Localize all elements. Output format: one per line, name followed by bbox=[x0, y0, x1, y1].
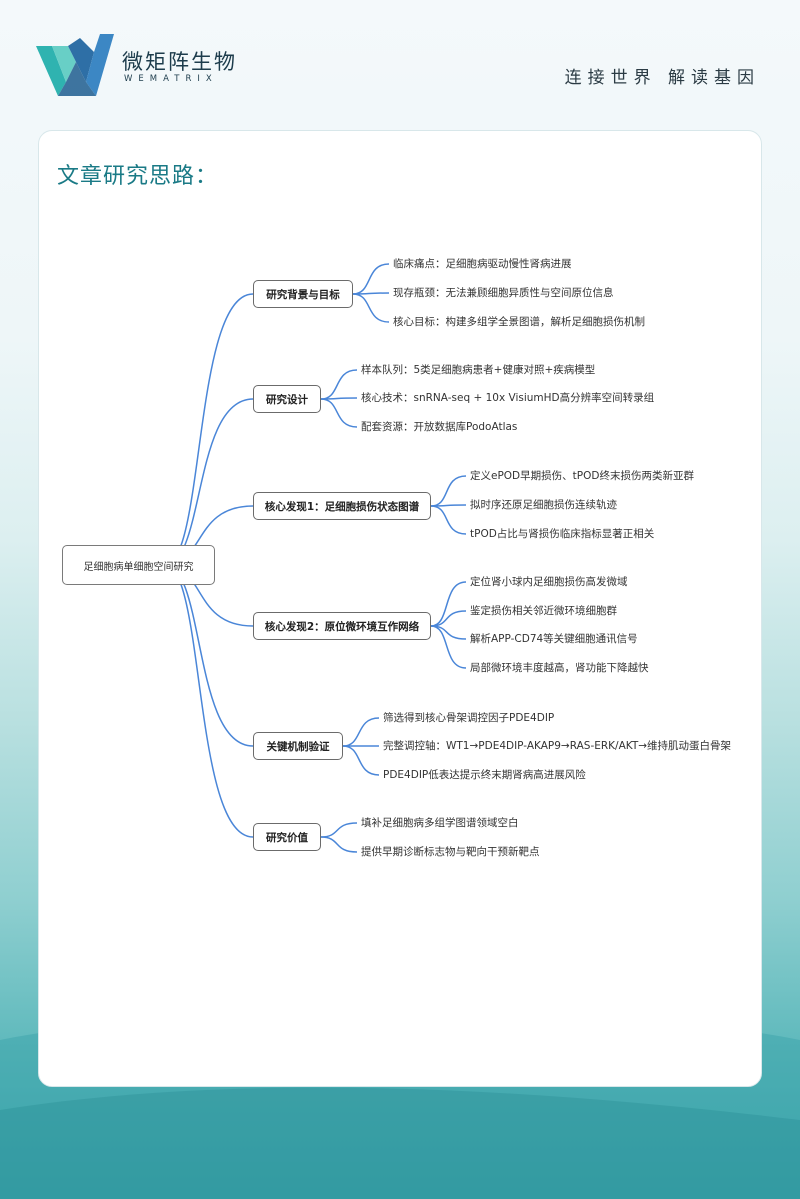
connector-line bbox=[430, 505, 467, 535]
branch-node: 研究设计 bbox=[253, 385, 321, 413]
branch-node: 研究价值 bbox=[253, 823, 321, 851]
leaf-item: 核心目标：构建多组学全景图谱，解析足细胞损伤机制 bbox=[393, 316, 645, 328]
leaf-item: 临床痛点：足细胞病驱动慢性肾病进展 bbox=[393, 258, 572, 270]
branch-node: 核心发现2：原位微环境互作网络 bbox=[253, 612, 431, 640]
leaf-item: tPOD占比与肾损伤临床指标显著正相关 bbox=[470, 528, 655, 540]
connector-line bbox=[430, 581, 467, 627]
branch-node: 关键机制验证 bbox=[253, 732, 343, 760]
connector-line bbox=[352, 263, 390, 295]
leaf-item: 核心技术：snRNA-seq + 10x VisiumHD高分辨率空间转录组 bbox=[361, 392, 655, 404]
leaf-item: 完整调控轴：WT1→PDE4DIP-AKAP9→RAS-ERK/AKT→维持肌动… bbox=[383, 740, 732, 752]
leaf-item: 鉴定损伤相关邻近微环境细胞群 bbox=[470, 605, 617, 617]
brand-name-english: WEMATRIX bbox=[124, 74, 218, 84]
connector-line bbox=[352, 293, 390, 323]
connector-line bbox=[320, 398, 358, 428]
connector-line bbox=[320, 822, 358, 838]
leaf-item: 解析APP-CD74等关键细胞通讯信号 bbox=[470, 633, 638, 645]
connector-line bbox=[430, 475, 467, 507]
leaf-item: 定位肾小球内足细胞损伤高发微域 bbox=[470, 576, 628, 588]
branch-node: 核心发现1：足细胞损伤状态图谱 bbox=[253, 492, 431, 520]
leaf-item: 筛选得到核心骨架调控因子PDE4DIP bbox=[383, 712, 555, 724]
leaf-item: 样本队列：5类足细胞病患者+健康对照+疾病模型 bbox=[361, 364, 596, 376]
mindmap-root: 足细胞病单细胞空间研究 bbox=[62, 545, 215, 585]
connector-line bbox=[320, 369, 358, 400]
content-card bbox=[38, 130, 762, 1087]
leaf-item: 配套资源：开放数据库PodoAtlas bbox=[361, 421, 518, 433]
branch-node: 研究背景与目标 bbox=[253, 280, 353, 308]
slogan: 连接世界 解读基因 bbox=[564, 68, 760, 88]
wematrix-logo bbox=[36, 34, 114, 96]
leaf-item: 现存瓶颈：无法兼顾细胞异质性与空间原位信息 bbox=[393, 287, 614, 299]
connector-line bbox=[342, 745, 380, 776]
connector-line bbox=[164, 398, 254, 566]
leaf-item: 局部微环境丰度越高，肾功能下降越快 bbox=[470, 662, 649, 674]
leaf-item: 拟时序还原足细胞损伤连续轨迹 bbox=[470, 499, 617, 511]
page-title: 文章研究思路： bbox=[57, 164, 219, 189]
connector-line bbox=[430, 610, 467, 627]
connector-line bbox=[164, 564, 254, 747]
connector-line bbox=[430, 625, 467, 669]
leaf-item: 定义ePOD早期损伤、tPOD终末损伤两类新亚群 bbox=[470, 470, 694, 482]
connector-line bbox=[342, 717, 380, 747]
leaf-item: 填补足细胞病多组学图谱领域空白 bbox=[361, 817, 519, 829]
connector-line bbox=[320, 836, 358, 853]
brand-name: 微矩阵生物 bbox=[122, 50, 237, 74]
leaf-item: PDE4DIP低表达提示终末期肾病高进展风险 bbox=[383, 769, 586, 781]
leaf-item: 提供早期诊断标志物与靶向干预新靶点 bbox=[361, 846, 540, 858]
